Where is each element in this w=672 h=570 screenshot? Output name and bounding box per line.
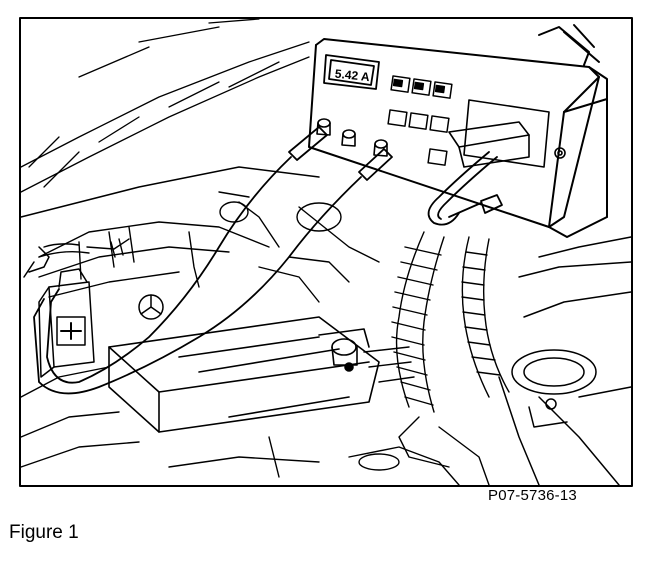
lower-components — [168, 416, 490, 486]
test-meter — [308, 24, 608, 238]
meter-connector — [448, 99, 566, 168]
connector-cable — [427, 151, 503, 226]
figure-reference-code: P07-5736-13 — [488, 487, 577, 504]
wire-harness — [38, 238, 130, 258]
probe-sockets — [316, 118, 388, 157]
relay-box — [23, 246, 95, 378]
figure-border — [19, 17, 633, 487]
battery — [108, 316, 380, 433]
meter-display-reading: 5.42 A — [334, 67, 371, 85]
hood-edge — [20, 166, 632, 486]
corrugated-loom — [363, 231, 510, 413]
windshield — [20, 18, 310, 193]
figure-illustration: 5.42 A — [19, 17, 633, 487]
hose-clamp — [511, 349, 632, 428]
mercedes-star-icon — [138, 294, 164, 320]
engine-block — [20, 191, 380, 468]
figure-caption: Figure 1 — [9, 522, 79, 543]
meter-display — [323, 54, 380, 90]
meter-buttons — [387, 75, 453, 166]
battery-terminal — [318, 328, 370, 372]
test-leads — [33, 126, 393, 395]
